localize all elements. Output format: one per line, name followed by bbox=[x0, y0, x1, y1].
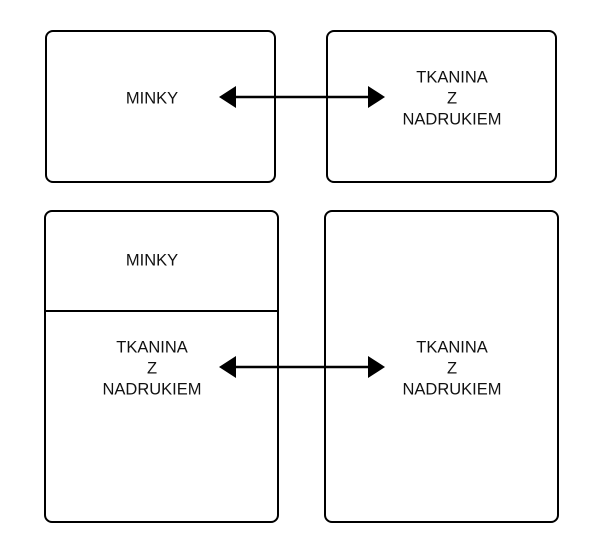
bottom-double-arrow bbox=[219, 356, 385, 378]
bottom-right-label: TKANINA Z NADRUKIEM bbox=[402, 338, 502, 399]
top-left-box bbox=[45, 30, 276, 183]
bottom-left-divider bbox=[45, 310, 278, 312]
top-left-label: MINKY bbox=[125, 89, 179, 108]
top-right-box bbox=[326, 30, 557, 183]
bottom-left-bottom-label: TKANINA Z NADRUKIEM bbox=[102, 338, 202, 399]
top-double-arrow bbox=[219, 86, 385, 108]
bottom-left-top-label: MINKY bbox=[125, 251, 179, 270]
top-right-label: TKANINA Z NADRUKIEM bbox=[402, 68, 502, 129]
